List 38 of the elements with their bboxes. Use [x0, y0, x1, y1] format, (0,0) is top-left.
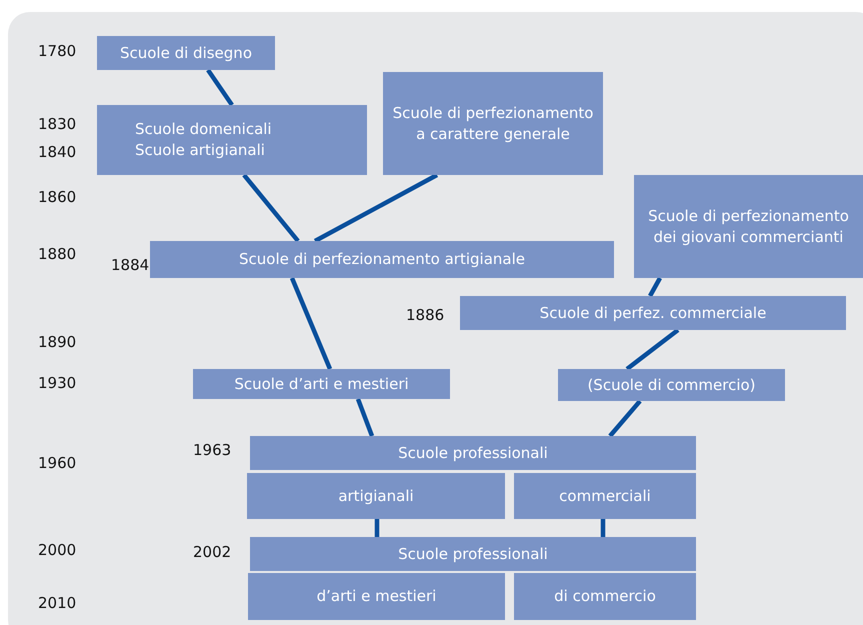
connector-line — [356, 398, 374, 437]
year-label: 2002 — [193, 543, 232, 561]
timeline-box: Scuole professionali — [250, 537, 696, 571]
timeline-box: commerciali — [514, 473, 696, 519]
timeline-box: (Scuole di commercio) — [558, 369, 785, 401]
connector-line — [626, 328, 680, 371]
connector-line — [374, 519, 380, 537]
timeline-box: Scuole professionali — [250, 436, 696, 470]
timeline-box: Scuole di disegno — [97, 36, 275, 70]
connector-line — [290, 277, 332, 370]
timeline-box: artigianali — [247, 473, 505, 519]
timeline-box: di commercio — [514, 573, 696, 620]
year-label: 1780 — [38, 42, 76, 60]
year-label: 1930 — [38, 374, 76, 392]
connector-line — [314, 173, 438, 243]
timeline-box: Scuole d’arti e mestieri — [193, 369, 450, 399]
year-label: 1890 — [38, 333, 76, 351]
year-label: 1860 — [38, 188, 76, 206]
connector-line — [600, 519, 606, 537]
timeline-box: Scuole di perfez. commerciale — [460, 296, 846, 330]
timeline-box: Scuole domenicali Scuole artigianali — [97, 105, 367, 175]
connector-line — [242, 174, 300, 242]
connector-line — [206, 68, 234, 106]
year-label: 1840 — [38, 143, 76, 161]
year-label: 1880 — [38, 245, 76, 263]
connector-line — [608, 400, 642, 438]
timeline-box: Scuole di perfezionamento dei giovani commercianti — [634, 175, 863, 278]
timeline-box: Scuole di perfezionamento artigianale — [150, 241, 614, 278]
year-label: 2000 — [38, 541, 76, 559]
year-label: 1963 — [193, 441, 232, 459]
year-label: 2010 — [38, 594, 76, 612]
timeline-box: Scuole di perfezionamento a carattere generale — [383, 72, 603, 175]
year-label: 1884 — [111, 256, 150, 274]
year-label: 1960 — [38, 454, 76, 472]
timeline-box: d’arti e mestieri — [248, 573, 505, 620]
year-label: 1886 — [406, 306, 444, 324]
year-label: 1830 — [38, 115, 76, 133]
connector-line — [648, 276, 662, 298]
